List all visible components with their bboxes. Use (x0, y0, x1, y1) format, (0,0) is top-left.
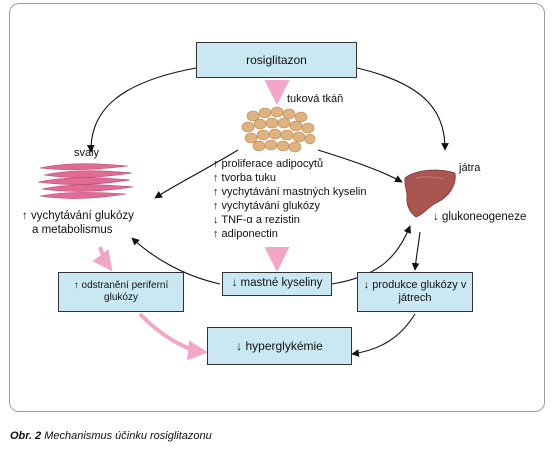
muscle-label: svaly (74, 147, 100, 159)
arrow-fatty-acids-to-muscle (131, 237, 221, 285)
arrow-adipose-to-liver (317, 149, 403, 183)
figure-number: Obr. 2 (10, 430, 42, 442)
adipose-effect-item: ↑ vychytávání glukózy (213, 200, 320, 212)
rosiglitazon-label: rosiglitazon (246, 52, 307, 67)
rosiglitazon-box: rosiglitazon (196, 42, 357, 78)
muscle-fibers-icon (37, 163, 134, 199)
figure-caption: Obr. 2 Mechanismus účinku rosiglitazonu (10, 430, 212, 442)
adipose-tissue-icon (241, 106, 316, 153)
peripheral-uptake-label: ↑ odstranění periferní glukózy (73, 280, 169, 303)
arrow-rosiglitazon-to-muscle (86, 67, 197, 153)
arrow-peripheral-to-hyperglycemia (138, 312, 208, 361)
figure-caption-text: Mechanismus účinku rosiglitazonu (44, 430, 212, 442)
liver-label: játra (459, 162, 481, 174)
arrow-muscle-to-peripheral (92, 246, 113, 272)
diagram-frame (9, 3, 545, 412)
arrow-fatty-acids-to-liver (331, 225, 411, 285)
muscle-effect-line-2: a metabolismus (32, 224, 113, 236)
liver-effect-label: ↓ glukoneogeneze (433, 211, 527, 223)
fatty-acids-box: ↓ mastné kyseliny (222, 272, 332, 296)
arrow-hepatic-to-hyperglycemia (351, 313, 416, 357)
adipose-effect-item: ↑ vychytávání mastných kyselin (213, 186, 367, 198)
adipose-effects-list: ↑ proliferace adipocytů ↑ tvorba tuku ↑ … (213, 157, 366, 241)
liver-icon (404, 169, 456, 218)
adipose-effect-item: ↑ adiponectin (213, 228, 278, 240)
arrow-rosiglitazon-to-liver (356, 67, 449, 151)
hepatic-production-box: ↓ produkce glukózy v játrech (357, 272, 473, 312)
arrow-liver-to-hepatic (411, 231, 421, 271)
adipose-effect-item: ↑ proliferace adipocytů (213, 158, 324, 170)
hepatic-production-label: ↓ produkce glukózy v játrech (363, 278, 467, 304)
arrow-adipose-to-muscle (154, 149, 239, 199)
fatty-acids-label: ↓ mastné kyseliny (231, 277, 323, 290)
peripheral-uptake-box: ↑ odstranění periferní glukózy (58, 272, 184, 312)
hyperglycemia-label: ↓ hyperglykémie (236, 338, 323, 353)
adipose-tissue-label: tuková tkáň (287, 93, 344, 105)
adipose-effect-item: ↓ TNF-α a rezistin (213, 214, 300, 226)
adipose-effect-item: ↑ tvorba tuku (213, 172, 276, 184)
hyperglycemia-box: ↓ hyperglykémie (207, 327, 352, 365)
muscle-effect-line-1: ↑ vychytávání glukózy (22, 210, 134, 222)
